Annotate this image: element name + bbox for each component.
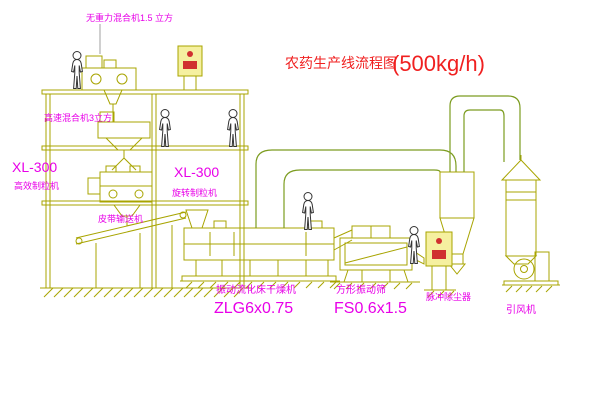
label-belt-conveyor: 皮带输送机 (98, 213, 143, 224)
label-screen-name: 方形振动筛 (336, 283, 386, 296)
label-dryer-model: ZLG6x0.75 (214, 300, 293, 317)
label-screen-model: FS0.6x1.5 (334, 300, 407, 317)
control-cabinet-1 (177, 45, 203, 90)
worker-figure-icon (408, 226, 420, 264)
induced-draft-fan-graphic (503, 251, 559, 286)
dust-collector-graphic (500, 155, 542, 265)
drawing-title-capacity: (500kg/h) (392, 51, 485, 76)
exhaust-duct-graphic (255, 149, 457, 228)
label-granulator-mid-model: XL-300 (174, 164, 219, 180)
label-gravity-mixer: 无重力混合机1.5 立方 (86, 12, 173, 23)
belt-conveyor-graphic (75, 211, 187, 288)
label-granulator-mid-name: 旋转制粒机 (172, 187, 217, 198)
label-granulator-left-name: 高效制粒机 (14, 180, 59, 191)
control-button-icon (436, 238, 442, 244)
worker-figure-icon (227, 109, 239, 147)
drawing-title: 农药生产线流程图 (285, 55, 397, 71)
label-highspeed-mixer: 高速混合机3立方 (44, 112, 112, 123)
worker-figure-icon (71, 51, 83, 89)
label-fan: 引风机 (506, 303, 536, 316)
worker-figure-icon (302, 192, 314, 230)
fluid-bed-dryer-graphic (181, 209, 353, 282)
granulator-graphic (87, 165, 153, 226)
label-granulator-left-model: XL-300 (12, 159, 57, 175)
label-dust-collector: 脉冲除尘器 (426, 291, 471, 302)
gravity-mixer-graphic (81, 55, 137, 122)
highspeed-mixer-graphic (97, 111, 151, 171)
cyclone-outlet-pipe-graphic (449, 95, 521, 172)
control-cabinet-2 (425, 231, 453, 290)
control-button-icon (187, 51, 193, 57)
ground-hatching (40, 280, 560, 298)
worker-figure-icon (159, 109, 171, 147)
label-dryer-name: 振动流化床干燥机 (216, 283, 296, 296)
